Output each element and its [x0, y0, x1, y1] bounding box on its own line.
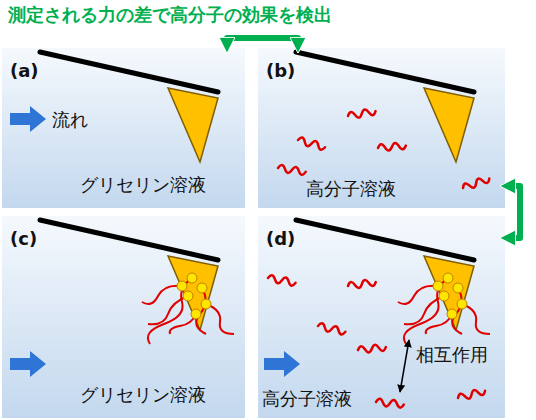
comparison-arrow	[227, 38, 298, 47]
flow-arrow	[264, 351, 300, 377]
panel-label: (d)	[266, 228, 295, 250]
panel: (a) 流れグリセリン溶液	[2, 48, 245, 208]
panel-text: 相互作用	[416, 344, 488, 366]
panel-ground	[258, 216, 505, 418]
panel-ground	[258, 48, 505, 208]
panel-text: グリセリン溶液	[80, 174, 206, 196]
panel-text: 高分子溶液	[262, 388, 352, 410]
panel-ground	[2, 48, 245, 208]
panel-label: (b)	[266, 60, 295, 82]
panel-c-art	[2, 216, 245, 418]
flow-arrow	[10, 351, 46, 377]
panel-label: (c)	[10, 228, 37, 250]
panel-label: (a)	[10, 60, 39, 82]
panel: (b) 高分子溶液	[258, 48, 505, 208]
grafted-polymers	[398, 273, 490, 344]
polymer-chain	[297, 137, 326, 151]
polymer-chain	[376, 399, 405, 408]
polymer-chain	[278, 165, 307, 176]
comparison-arrow	[506, 186, 520, 238]
panel-d-art	[258, 216, 505, 418]
cantilever	[40, 52, 218, 162]
interaction-arrow	[400, 340, 409, 392]
panel-text: グリセリン溶液	[80, 384, 206, 406]
polymer-chain	[347, 108, 376, 120]
polymer-chain	[457, 387, 486, 401]
panel-ground	[2, 216, 245, 418]
panel: (d) 高分子溶液 相互作用	[258, 216, 505, 418]
polymer-chain	[267, 275, 296, 287]
cantilever	[296, 52, 474, 162]
title: 測定される力の差で高分子の効果を検出	[8, 3, 332, 27]
panel-text: 流れ	[52, 109, 88, 131]
panel-text: 高分子溶液	[306, 178, 396, 200]
flow-arrow	[10, 106, 46, 132]
panel: (c) グリセリン溶液	[2, 216, 245, 418]
polymer-chain	[462, 175, 491, 191]
polymer-chain	[358, 344, 387, 354]
panel-b-art	[258, 48, 505, 208]
polymer-chain	[317, 323, 346, 336]
polymer-chain	[348, 279, 377, 290]
grafted-polymers	[142, 273, 234, 344]
panel-a-art	[2, 48, 245, 208]
polymer-chain	[378, 142, 407, 151]
